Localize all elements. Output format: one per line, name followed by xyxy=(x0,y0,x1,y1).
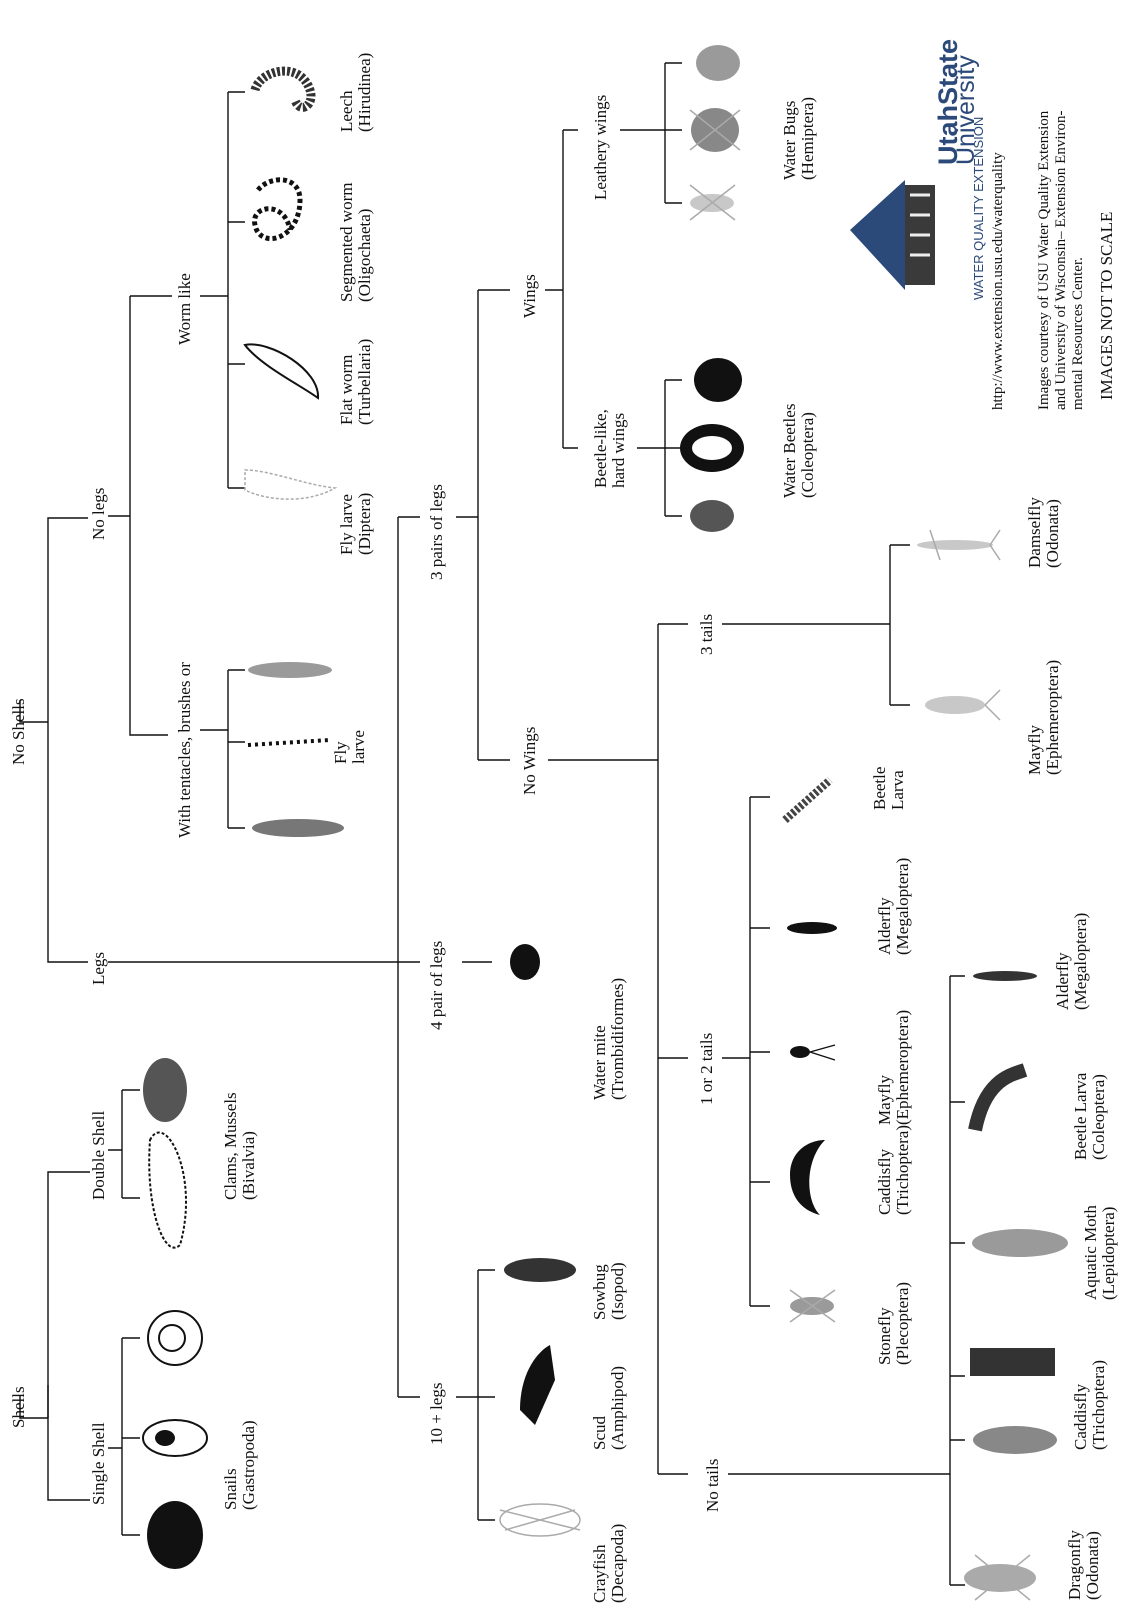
label-alderfly-1: Alderfly(Megaloptera) xyxy=(875,858,912,955)
label-beetle-like: Beetle-like,hard wings xyxy=(591,409,628,488)
snail-shell-1-icon xyxy=(148,1311,202,1365)
label-3-tails: 3 tails xyxy=(697,614,716,655)
water-beetle-1-icon xyxy=(694,358,742,402)
sowbug-icon xyxy=(504,1258,576,1282)
flat-worm-icon xyxy=(245,344,318,398)
scud-icon xyxy=(520,1345,555,1425)
fly-larva-1-icon xyxy=(248,662,332,678)
segmented-worm-icon xyxy=(255,180,300,239)
label-fly-larve-2: Flylarve xyxy=(331,730,368,764)
credits-url: http://www.extension.usu.edu/waterqualit… xyxy=(990,152,1006,410)
label-water-bugs: Water Bugs(Hemiptera) xyxy=(780,97,817,180)
label-segmented-worm: Segmented worm(Oligochaeta) xyxy=(337,183,374,302)
snail-shell-3-icon xyxy=(147,1501,203,1569)
usu-building-icon xyxy=(850,180,935,290)
label-mayfly-12: Mayfly(Ephemeroptera) xyxy=(875,1010,912,1125)
label-double-shell: Double Shell xyxy=(89,1110,108,1200)
alderfly-larva-2-icon xyxy=(973,971,1037,981)
label-scud: Scud(Amphipod) xyxy=(590,1366,627,1450)
label-4-pair-legs: 4 pair of legs xyxy=(427,941,446,1030)
label-3-pairs-legs: 3 pairs of legs xyxy=(427,484,446,580)
dragonfly-larva-icon xyxy=(964,1555,1036,1600)
label-leathery-wings: Leathery wings xyxy=(591,95,610,200)
label-snails: Snails(Gastropoda) xyxy=(221,1420,258,1510)
fly-larva-diptera-icon xyxy=(245,470,335,499)
label-alderfly-2: Alderfly(Megaloptera) xyxy=(1053,913,1090,1010)
mayfly-larva-12t-icon xyxy=(790,1045,835,1060)
alderfly-larva-1-icon xyxy=(787,922,837,934)
water-bug-2-icon xyxy=(690,108,740,152)
water-beetle-3-icon xyxy=(690,500,734,532)
label-aquatic-moth: Aquatic Moth(Lepidoptera) xyxy=(1081,1205,1118,1300)
label-wings: Wings xyxy=(520,274,539,318)
credits-text: Images courtesy of USU Water Quality Ext… xyxy=(1036,107,1086,410)
label-1-or-2-tails: 1 or 2 tails xyxy=(697,1033,716,1105)
label-no-tails: No tails xyxy=(703,1459,722,1512)
leech-icon xyxy=(255,71,311,107)
damselfly-larva-icon xyxy=(917,530,1000,560)
mayfly-larva-3t-icon xyxy=(925,690,1000,720)
fly-larva-3-icon xyxy=(252,819,344,837)
label-no-shells: No Shells xyxy=(9,698,28,765)
logo-wq-extension: WATER QUALITY EXTENSION xyxy=(971,117,986,300)
label-10-plus-legs: 10 + legs xyxy=(427,1383,446,1445)
label-clams: Clams, Mussels(Bivalvia) xyxy=(221,1092,258,1200)
label-beetle-larva-2: Beetle Larva(Coleoptera) xyxy=(1071,1072,1108,1160)
label-damselfly: Damselfly(Odonata) xyxy=(1025,497,1062,568)
label-sowbug: Sowbug(Isopod) xyxy=(590,1262,627,1320)
tree-lines xyxy=(20,63,965,1585)
label-worm-like: Worm like xyxy=(175,273,194,345)
label-leech: Leech(Hirudinea) xyxy=(337,53,374,132)
label-no-wings: No Wings xyxy=(520,727,539,795)
images-not-to-scale: IMAGES NOT TO SCALE xyxy=(1097,212,1116,400)
beetle-larva-1-icon xyxy=(785,780,830,820)
usu-logo: UtahState University WATER QUALITY EXTEN… xyxy=(850,39,986,300)
label-water-beetles: Water Beetles(Coleoptera) xyxy=(780,404,817,498)
label-dragonfly: Dragonfly(Odonata) xyxy=(1065,1530,1102,1600)
label-legs: Legs xyxy=(89,952,108,985)
caddisfly-case-icon xyxy=(970,1348,1055,1376)
water-beetle-2-icon xyxy=(680,424,744,472)
water-bug-1-icon xyxy=(696,45,740,81)
label-stonefly: Stonefly(Plecoptera) xyxy=(875,1282,912,1365)
label-tentacles: With tentacles, brushes or xyxy=(175,662,194,838)
caddisfly-larva-2-icon xyxy=(973,1426,1057,1454)
beetle-larva-2-icon xyxy=(975,1070,1025,1130)
caddisfly-larva-1-icon xyxy=(790,1140,825,1215)
credits: http://www.extension.usu.edu/waterqualit… xyxy=(990,107,1116,410)
label-fly-larve-diptera: Fly larve(Diptera) xyxy=(337,493,374,555)
water-bug-3-icon xyxy=(690,185,735,220)
crayfish-icon xyxy=(500,1504,580,1536)
label-caddisfly-1: Caddisfly(Trichoptera) xyxy=(875,1125,912,1215)
aquatic-moth-larva-icon xyxy=(972,1229,1068,1257)
water-mite-icon xyxy=(510,944,540,980)
label-beetle-larva-1: BeetleLarva xyxy=(870,767,907,810)
label-mayfly-3: Mayfly(Ephemeroptera) xyxy=(1025,660,1062,775)
clam-shell-icon xyxy=(149,1132,186,1247)
stonefly-larva-icon xyxy=(790,1290,835,1322)
snail-shell-2-icon xyxy=(143,1420,207,1456)
label-no-legs: No legs xyxy=(89,488,108,540)
label-shells: Shells xyxy=(9,1386,28,1428)
label-crayfish: Crayfish(Decapoda) xyxy=(590,1524,627,1603)
label-single-shell: Single Shell xyxy=(89,1422,108,1505)
fly-larva-2-icon xyxy=(248,740,330,745)
label-water-mite: Water mite(Trombidiformes) xyxy=(590,978,627,1100)
label-caddisfly-2: Caddisfly(Trichoptera) xyxy=(1071,1360,1108,1450)
label-flat-worm: Flat worm(Turbellaria) xyxy=(337,339,374,425)
mussel-shell-icon xyxy=(143,1058,187,1122)
